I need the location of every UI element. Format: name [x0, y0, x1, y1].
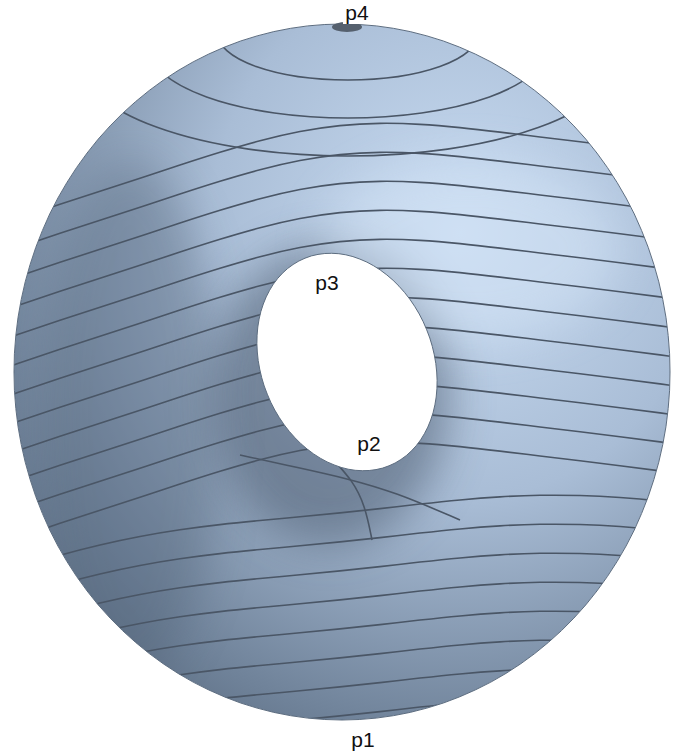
level-curve [0, 413, 673, 521]
level-curve [0, 698, 673, 756]
level-curve [0, 640, 673, 725]
level-curve [0, 297, 673, 405]
level-curve [0, 152, 673, 260]
point-label: p1 [349, 728, 376, 751]
point-label: p4 [343, 1, 370, 24]
level-curve [0, 611, 673, 696]
level-curve [0, 239, 673, 347]
level-curve [0, 495, 673, 580]
level-curve [78, 0, 618, 156]
shading [40, 160, 220, 680]
level-curve [0, 123, 673, 231]
level-curve [0, 268, 673, 376]
level-curve [0, 326, 673, 434]
point-label: p3 [313, 271, 340, 294]
level-curve [0, 524, 673, 609]
level-curve [0, 355, 673, 463]
saddle-curve [318, 440, 372, 540]
point-label: p2 [355, 432, 382, 455]
level-curve [0, 553, 673, 638]
level-curve [0, 582, 673, 667]
level-curve [0, 442, 673, 550]
level-curve [0, 669, 673, 754]
torus-outline [14, 24, 670, 720]
level-curve [148, 0, 548, 118]
saddle-curve [240, 455, 460, 520]
level-curve [0, 210, 673, 318]
